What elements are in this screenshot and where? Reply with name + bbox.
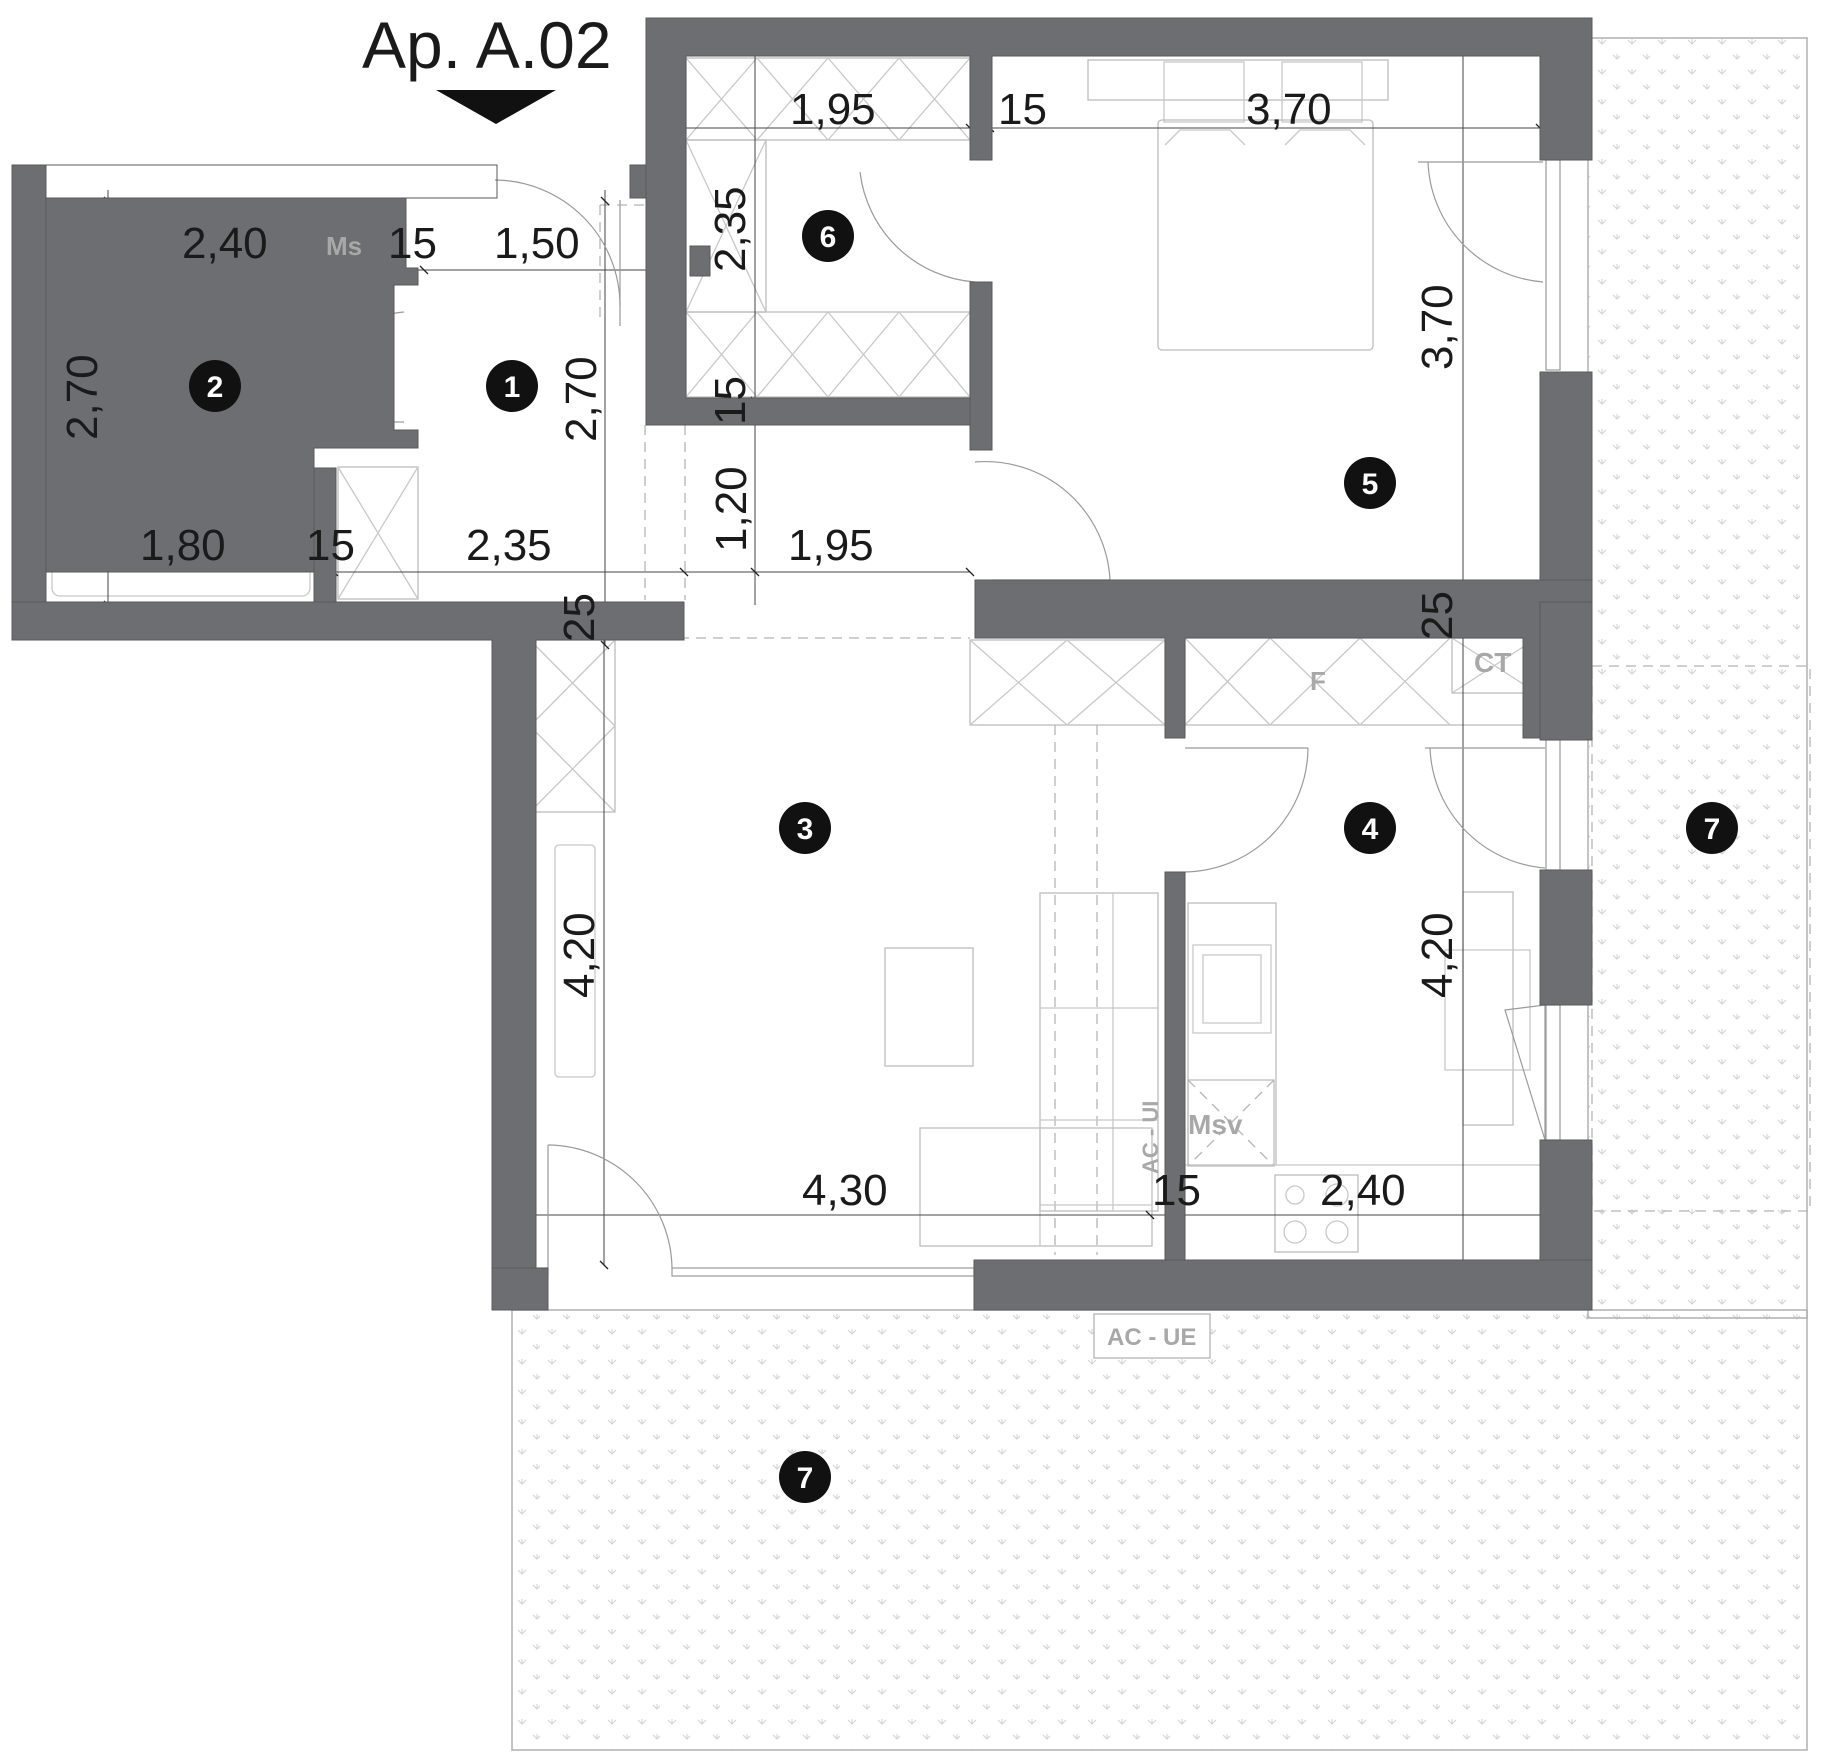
- living-balcony-door: [547, 1144, 673, 1269]
- terrace-east: [1587, 37, 1808, 1319]
- kitchen-door: [1184, 747, 1309, 873]
- room-badge-4: 4: [1344, 802, 1396, 854]
- dim-text: 1,20: [707, 466, 756, 552]
- dim-text: 2,35: [706, 186, 755, 272]
- label-msv: Msv: [1188, 1109, 1243, 1140]
- walls: [11, 17, 1593, 1311]
- svg-text:6: 6: [820, 221, 837, 254]
- living-cabinet: [529, 639, 616, 813]
- dining-bench: [1462, 891, 1514, 1126]
- doors: [290, 161, 1546, 1269]
- label-ct: CT: [1474, 647, 1511, 678]
- dim-text: 15: [998, 85, 1047, 134]
- entry-arrow-icon: [436, 90, 556, 124]
- dim-text: 1,80: [140, 521, 226, 570]
- dim-text: 2,70: [58, 354, 107, 440]
- dim-text: 1,95: [788, 521, 874, 570]
- room-badge-6: 6: [802, 210, 854, 262]
- dim-text: 2,35: [466, 521, 552, 570]
- room-badge-5: 5: [1344, 457, 1396, 509]
- room-badge-7-south: 7: [779, 1451, 831, 1503]
- tv-unit: [554, 844, 596, 1078]
- dim-text: 25: [555, 593, 604, 642]
- dim-text: 4,20: [555, 912, 604, 998]
- sofa-chaise: [919, 1127, 1153, 1247]
- kitchen-balcony-door: [1429, 747, 1546, 869]
- dim-text: 15: [706, 376, 755, 425]
- dim-text: 2,70: [557, 356, 606, 442]
- label-ac-ui: AC - UI: [1138, 1101, 1163, 1174]
- terrace-canopy-outline: [1591, 665, 1811, 1212]
- apartment-title: Ap. A.02: [362, 8, 612, 82]
- wall-east: [1539, 371, 1593, 741]
- svg-text:7: 7: [1704, 813, 1721, 846]
- hall-wardrobe: [337, 466, 419, 600]
- wall-middle: [974, 579, 1593, 739]
- cooktop: [1274, 1174, 1359, 1253]
- dim-text: 25: [1413, 591, 1462, 640]
- svg-text:1: 1: [504, 371, 521, 404]
- label-ac-ue: AC - UE: [1107, 1324, 1196, 1351]
- dim-text: 4,30: [802, 1166, 888, 1215]
- closet-door: [859, 171, 976, 283]
- dim-text: 4,20: [1413, 912, 1462, 998]
- entry-door: [494, 179, 621, 307]
- sink: [1192, 944, 1272, 1034]
- living-window: [671, 1267, 975, 1277]
- label-ms: Ms: [326, 231, 362, 261]
- dim-text: 3,70: [1413, 284, 1462, 370]
- svg-text:3: 3: [797, 813, 814, 846]
- dim-text: 2,40: [182, 219, 268, 268]
- dim-text: 3,70: [1246, 85, 1332, 134]
- room-badge-2: 2: [189, 360, 241, 412]
- wall-bathroom-outer: [12, 164, 498, 573]
- room-badge-1: 1: [486, 360, 538, 412]
- dim-text: 15: [388, 219, 437, 268]
- bed: [1157, 119, 1374, 351]
- bedroom-door: [974, 460, 1111, 581]
- dining-table: [1444, 949, 1531, 1071]
- coffee-table: [884, 947, 974, 1067]
- wall-closet-partition: [969, 281, 993, 451]
- room-badge-7-east: 7: [1686, 802, 1738, 854]
- svg-text:5: 5: [1362, 468, 1379, 501]
- dimension-texts: 2,40 15 1,50 2,70 2,70 1,80 15 2,35 1,95…: [58, 85, 1462, 1215]
- dim-text: 1,95: [790, 85, 876, 134]
- opening-lines: [599, 204, 970, 639]
- terrace-areas: [511, 37, 1811, 1751]
- svg-text:2: 2: [207, 371, 224, 404]
- bedroom-balcony-door: [1427, 161, 1544, 283]
- dim-text: 2,40: [1320, 1166, 1406, 1215]
- dim-text: 1,50: [494, 219, 580, 268]
- dim-text: 15: [1152, 1166, 1201, 1215]
- living-wardrobe: [969, 639, 1166, 726]
- terrace-south: [511, 1309, 1808, 1751]
- label-f: F: [1310, 666, 1326, 696]
- svg-text:7: 7: [797, 1462, 814, 1495]
- room-badge-3: 3: [779, 802, 831, 854]
- svg-text:4: 4: [1362, 813, 1379, 846]
- wall-north: [645, 17, 1593, 451]
- wall-south: [973, 1259, 1593, 1311]
- dishwasher-msv: [1187, 1079, 1275, 1167]
- bedroom-shelf: [1087, 59, 1389, 101]
- ac-ue-box: [1093, 1313, 1211, 1359]
- room-badges: 1 2 3 4 5 6 7 7: [189, 210, 1738, 1503]
- kitchen-window: [1504, 1004, 1546, 1141]
- dim-text: 15: [306, 521, 355, 570]
